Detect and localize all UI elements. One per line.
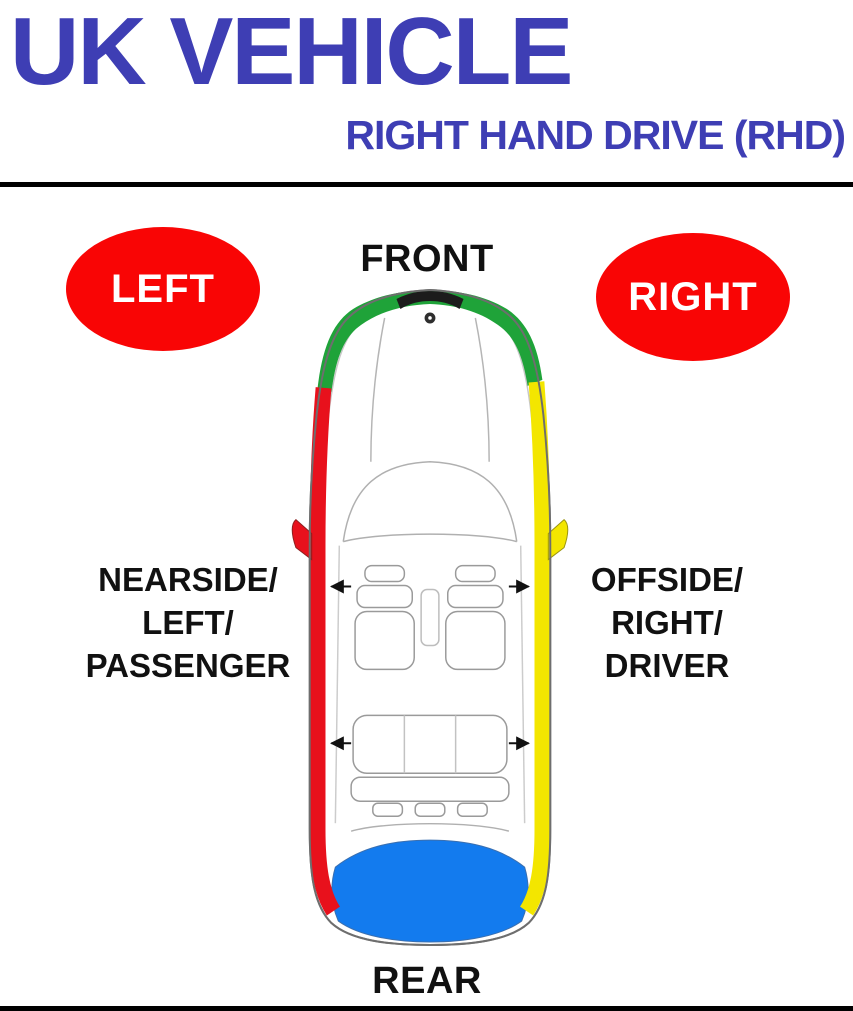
rear-bench <box>350 714 510 817</box>
rear-window-line <box>350 822 510 832</box>
offside-line-3: DRIVER <box>604 647 730 684</box>
rear-label: REAR <box>372 960 482 1002</box>
front-highlight <box>317 289 543 392</box>
right-mirror <box>547 518 569 561</box>
bottom-divider <box>0 1006 853 1011</box>
front-label: FRONT <box>360 238 494 280</box>
nearside-line-3: PASSENGER <box>85 647 291 684</box>
right-highlight <box>519 381 551 916</box>
page-title: UK VEHICLE <box>10 0 573 105</box>
windshield-base <box>343 533 517 543</box>
car-outline-stroke <box>308 288 552 947</box>
left-highlight <box>309 387 341 916</box>
hood-line-left <box>370 317 386 462</box>
windshield-outline <box>342 460 518 542</box>
hood-line-right <box>474 317 490 462</box>
nearside-line-1: NEARSIDE/ <box>98 561 278 598</box>
offside-label: OFFSIDE/ RIGHT/ DRIVER <box>534 558 800 687</box>
car-top-view-diagram <box>291 288 569 947</box>
front-seats <box>354 564 506 671</box>
top-divider <box>0 182 853 187</box>
nearside-line-2: LEFT/ <box>142 604 234 641</box>
offside-line-1: OFFSIDE/ <box>590 561 744 598</box>
side-pointer-arrows <box>330 579 530 751</box>
offside-line-2: RIGHT/ <box>611 604 723 641</box>
front-grille <box>396 290 464 309</box>
rear-highlight <box>331 839 529 943</box>
bonnet-emblem-dot <box>428 316 432 320</box>
nearside-label: NEARSIDE/ LEFT/ PASSENGER <box>52 558 324 687</box>
page-subtitle: RIGHT HAND DRIVE (RHD) <box>345 112 846 158</box>
right-badge-label: RIGHT <box>628 274 758 319</box>
left-mirror <box>291 518 313 561</box>
right-side-badge: RIGHT <box>596 233 790 361</box>
left-badge-label: LEFT <box>111 266 215 311</box>
left-side-badge: LEFT <box>66 227 260 351</box>
